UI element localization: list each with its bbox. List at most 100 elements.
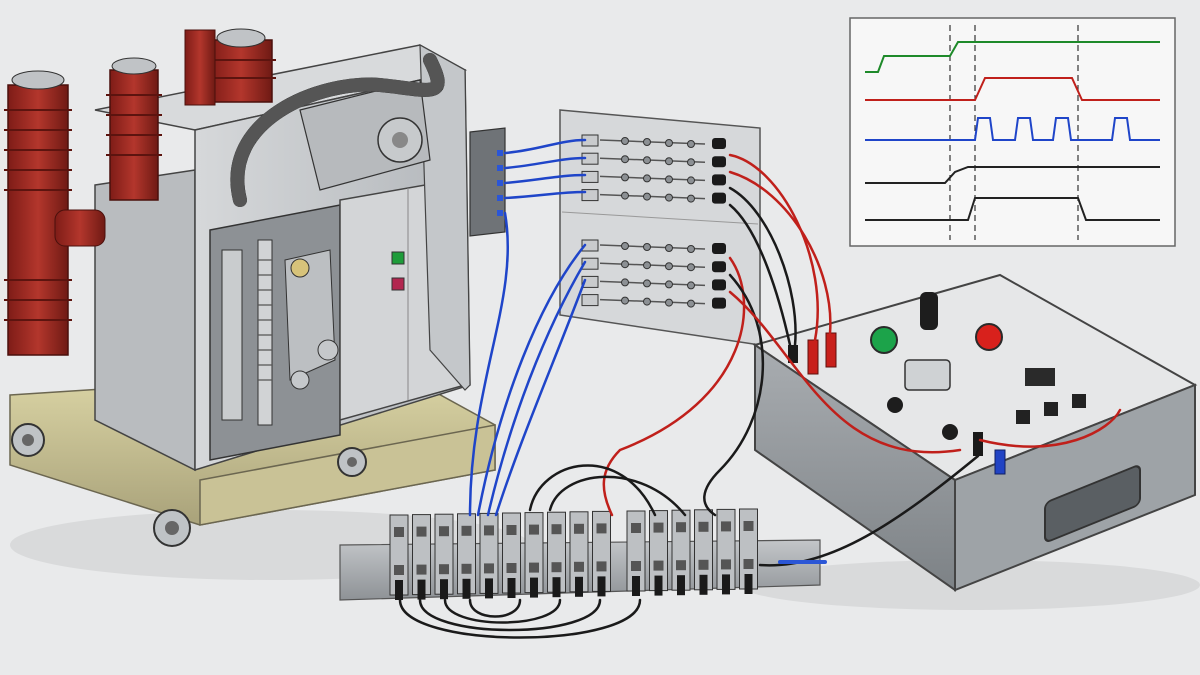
start-button[interactable]: [870, 326, 898, 354]
wire-blue-2: [503, 156, 587, 170]
rail-terminal-plug-13: [677, 575, 685, 596]
panel-plug-2-1[interactable]: [712, 261, 726, 273]
rail-terminal-screw-bottom-8: [551, 562, 562, 573]
rail-terminal-screw-bottom-5: [484, 563, 494, 574]
panel-plug-2-0[interactable]: [712, 243, 726, 254]
wire-blue-3: [503, 173, 587, 185]
timing-chart-frame: [849, 17, 1176, 247]
wire-blue-6: [476, 243, 587, 517]
panel-screw-2-2-2: [665, 280, 673, 289]
wire-blue-4: [503, 190, 587, 200]
rail-terminal-screw-top-12: [653, 522, 664, 533]
breaker-side-panel: [94, 169, 196, 472]
panel-screw-2-3-3: [687, 299, 695, 308]
panel-screw-2-2-0: [621, 278, 629, 287]
red-plug-2[interactable]: [825, 332, 837, 368]
rail-terminal-screw-top-11: [631, 523, 641, 533]
panel-plug-1-3[interactable]: [712, 192, 726, 204]
toggle-knob[interactable]: [920, 292, 938, 330]
selector-window: [904, 359, 951, 391]
knob-small-1[interactable]: [887, 397, 903, 413]
wheel-rear-hub: [22, 434, 34, 446]
rail-terminal-plug-16: [744, 574, 753, 594]
rail-terminal-plug-10: [597, 576, 606, 597]
panel-plug-2-3[interactable]: [712, 297, 726, 309]
rail-terminal-screw-top-3: [439, 526, 449, 537]
panel-plug-2-2[interactable]: [712, 279, 726, 291]
wire-black-loop-2: [548, 475, 687, 517]
panel-terminal-left-2-2: [581, 275, 599, 288]
panel-screw-1-2-3: [687, 176, 695, 185]
test-set: [752, 273, 1198, 592]
rail-terminal-screw-bottom-1: [394, 565, 404, 575]
rail-terminal-plug-4: [462, 578, 471, 599]
trace-black-1: [865, 166, 1160, 184]
rail-terminal-screw-bottom-3: [439, 564, 449, 575]
rail-terminal-screw-bottom-16: [743, 559, 754, 569]
trace-blue: [865, 117, 1160, 141]
rail-terminal-plug-15: [722, 574, 730, 595]
panel-terminal-left-2-3: [581, 294, 599, 307]
rail-terminal-screw-bottom-2: [416, 564, 427, 575]
blue-plug[interactable]: [994, 449, 1006, 475]
panel-plug-1-1[interactable]: [712, 156, 726, 168]
panel-screw-1-1-0: [621, 155, 629, 164]
black-plug-1[interactable]: [788, 345, 798, 363]
panel-terminal-left-1-2: [581, 170, 599, 183]
rail-terminal-screw-top-16: [743, 521, 754, 531]
wire-black-to-set: [758, 454, 980, 567]
terminal-block-2: [581, 239, 726, 309]
rail-terminal-screw-bottom-13: [676, 560, 686, 571]
rail-terminal-screw-bottom-6: [506, 563, 517, 573]
timing-chart: [849, 17, 1176, 247]
rail-terminals: [389, 508, 758, 600]
mechanism-spring: [257, 239, 273, 426]
trace-green: [865, 41, 1160, 73]
wire-red-jumper: [978, 408, 1122, 448]
wire-black-bottom-1: [398, 598, 642, 639]
wire-black-loop-1: [528, 464, 657, 517]
panel-screw-2-0-0: [621, 242, 629, 250]
socket-3[interactable]: [1072, 394, 1086, 408]
panel-terminal-left-2-0: [581, 239, 599, 252]
wire-blue-1: [503, 138, 587, 155]
wire-black-bottom-2: [418, 598, 602, 632]
rail-terminal-screw-top-1: [394, 527, 404, 537]
panel-screw-2-0-3: [687, 245, 695, 253]
switch-housing[interactable]: [1025, 368, 1055, 386]
socket-1[interactable]: [1016, 410, 1030, 424]
stop-button[interactable]: [975, 323, 1003, 351]
rail-terminal-plug-7: [530, 577, 538, 598]
terminal-panel: [559, 109, 761, 346]
black-plug-2[interactable]: [973, 432, 983, 456]
lcd-display: [1044, 465, 1141, 542]
rail-terminal-screw-top-14: [698, 521, 709, 532]
rail-terminal-screw-bottom-15: [721, 559, 731, 570]
green-indicator: [391, 251, 405, 265]
knob-small-2[interactable]: [942, 424, 958, 440]
mechanism-column-left: [221, 249, 243, 421]
rail-terminal-plug-6: [507, 578, 516, 598]
pole-3: [206, 28, 276, 103]
wiring: [398, 138, 1122, 639]
panel-plug-1-2[interactable]: [712, 174, 726, 186]
din-rail-assembly: [339, 508, 821, 601]
wire-black-bottom-3: [443, 598, 562, 624]
panel-screw-1-1-3: [687, 158, 695, 167]
panel-screw-1-1-1: [643, 156, 651, 165]
panel-screw-1-0-2: [665, 139, 673, 147]
panel-divider: [561, 211, 759, 225]
insulator-3-sheds: [206, 59, 276, 79]
rail-terminal-plug-5: [485, 578, 493, 599]
rail-terminal-plug-1: [395, 580, 403, 600]
insulator-3-cap: [216, 28, 266, 48]
panel-screw-1-0-3: [687, 140, 695, 148]
panel-screw-2-3-0: [621, 296, 629, 305]
panel-plug-1-0[interactable]: [712, 138, 726, 149]
wire-black-1: [728, 186, 797, 347]
socket-2[interactable]: [1044, 402, 1058, 416]
wire-black-bottom-4: [468, 598, 522, 618]
wire-blue-7: [486, 260, 587, 517]
arm-hub-center: [392, 132, 408, 148]
red-plug-1[interactable]: [807, 339, 819, 375]
